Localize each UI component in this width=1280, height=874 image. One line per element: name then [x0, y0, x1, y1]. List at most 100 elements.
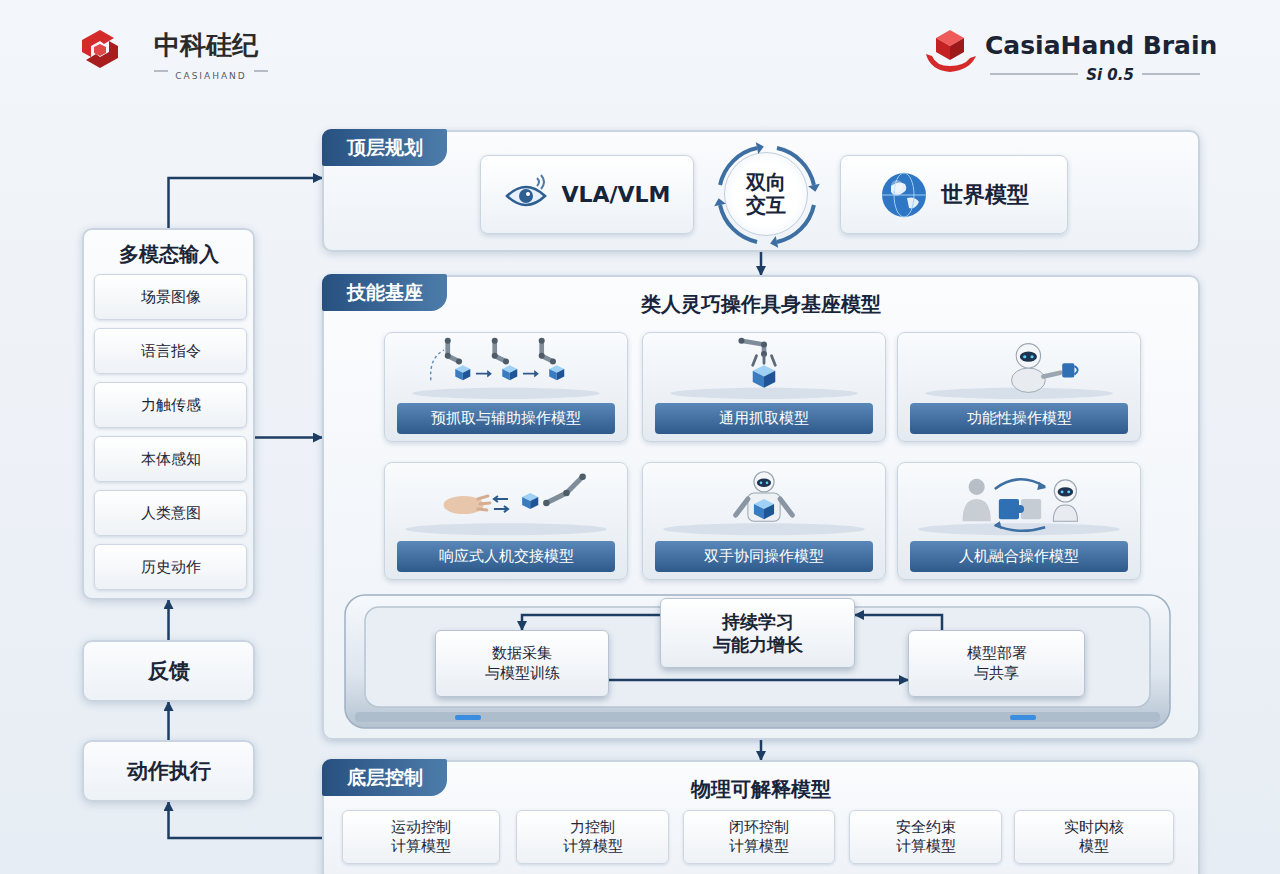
drawing-part — [1062, 363, 1074, 377]
drawing-part — [1074, 366, 1077, 374]
flow-arrow — [522, 615, 660, 630]
module-box: 世界模型 — [840, 155, 1068, 234]
drawing-part — [345, 595, 1170, 728]
node-label: 场景图像 — [141, 288, 201, 307]
drawing-part — [495, 341, 506, 362]
drawing-part — [882, 194, 926, 195]
drawing-part — [766, 482, 769, 485]
drawing-part — [539, 353, 545, 359]
drawing-part — [760, 482, 763, 485]
flow-arrow — [760, 252, 763, 275]
layer-tab: 技能基座 — [322, 274, 447, 311]
flow-arrow — [169, 802, 323, 838]
node-label: 力触传感 — [141, 396, 201, 415]
drawing-part — [1016, 505, 1024, 513]
drawing-part — [405, 474, 607, 536]
control-box: 安全约束 计算模型 — [849, 810, 1002, 864]
drawing-part — [738, 338, 744, 344]
node-label: 运动控制 计算模型 — [390, 818, 453, 857]
drawing-part — [523, 370, 539, 378]
skill-card: 响应式人机交接模型 — [384, 462, 628, 580]
flow-arrow — [760, 740, 763, 760]
node-label: 通用抓取模型 — [655, 403, 873, 434]
drawing-part — [1030, 355, 1033, 358]
node-label: 人类意图 — [141, 504, 201, 523]
drawing-part — [925, 344, 1113, 399]
drawing-part — [950, 38, 964, 60]
drawing-part — [670, 338, 858, 399]
drawing-part — [510, 369, 518, 380]
drawing-part — [1016, 344, 1040, 368]
drawing-part — [757, 479, 771, 487]
drawing-part — [1058, 487, 1074, 496]
drawing-part — [412, 388, 600, 399]
node-label: 实时内核 模型 — [1063, 818, 1126, 857]
drawing-part — [670, 388, 858, 399]
node-label: 历史动作 — [141, 558, 201, 577]
node-label: 双向交互 — [744, 171, 788, 217]
drawing-part — [1043, 373, 1060, 377]
drawing-part — [254, 71, 268, 72]
drawing-part — [355, 712, 1160, 722]
drawing-part — [969, 479, 985, 495]
drawing-part — [714, 198, 726, 206]
node-label: 数据采集 与模型训练 — [483, 644, 561, 683]
drawing-part — [1011, 368, 1045, 392]
logo-text: CASIAHAND — [175, 71, 247, 81]
drawing-part — [754, 472, 774, 492]
drawing-part — [761, 342, 767, 348]
control-box: 运动控制 计算模型 — [342, 810, 500, 864]
drawing-part — [754, 504, 764, 519]
module-box: VLA/VLM — [480, 155, 694, 234]
skill-illustration — [898, 467, 1140, 537]
drawing-part — [994, 521, 1002, 529]
panel-fill — [322, 275, 1200, 740]
drawing-part — [492, 353, 498, 359]
drawing-part — [463, 369, 471, 380]
control-box: 力控制 计算模型 — [516, 810, 669, 864]
drawing-part — [1023, 355, 1026, 358]
layer-panel: 运动控制 计算模型力控制 计算模型闭环控制 计算模型安全约束 计算模型实时内核 … — [322, 760, 1200, 874]
node-label: 功能性操作模型 — [910, 403, 1128, 434]
flow-arrow — [167, 702, 170, 740]
drawing-part — [522, 497, 530, 509]
drawing-part — [543, 500, 549, 506]
drawing-part — [478, 496, 490, 510]
drawing-part — [918, 479, 1120, 535]
drawing-part — [579, 474, 585, 480]
drawing-part — [741, 341, 764, 354]
logo-label: CasiaHand Brain — [985, 31, 1270, 60]
drawing-part — [502, 369, 510, 380]
drawing-part — [412, 338, 600, 399]
node-label: 世界模型 — [941, 180, 1029, 210]
flow-arrow — [855, 615, 942, 630]
drawing-part — [492, 338, 498, 344]
panel-title: 物理可解释模型 — [324, 774, 1198, 804]
flow-arrow — [169, 178, 323, 228]
input-item: 历史动作 — [94, 544, 247, 590]
drawing-part — [1037, 482, 1046, 490]
skill-card: 人机融合操作模型 — [897, 462, 1141, 580]
drawing-part — [455, 369, 463, 380]
drawing-part — [770, 236, 778, 248]
drawing-part — [753, 371, 764, 388]
drawing-part — [86, 41, 118, 68]
node-label: 语言指令 — [141, 342, 201, 361]
drawing-part — [563, 490, 569, 496]
flow-arrow — [255, 436, 322, 439]
node-label: 动作执行 — [127, 757, 211, 785]
drawing-part — [503, 358, 509, 364]
skill-illustration — [385, 337, 627, 399]
globe-icon — [879, 170, 929, 220]
layer-tab: 底层控制 — [322, 759, 447, 796]
drawing-part — [753, 356, 776, 365]
drawing-part — [1067, 490, 1070, 493]
node-label: 本体感知 — [141, 450, 201, 469]
drawing-part — [891, 180, 903, 192]
drawing-part — [507, 187, 545, 205]
layer-panel: 预抓取与辅助操作模型通用抓取模型功能性操作模型响应式人机交接模型双手协同操作模型… — [322, 275, 1200, 740]
drawing-part — [882, 173, 926, 217]
drawing-part — [995, 525, 1045, 531]
drawing-part — [154, 71, 168, 72]
drawing-part — [94, 44, 106, 56]
